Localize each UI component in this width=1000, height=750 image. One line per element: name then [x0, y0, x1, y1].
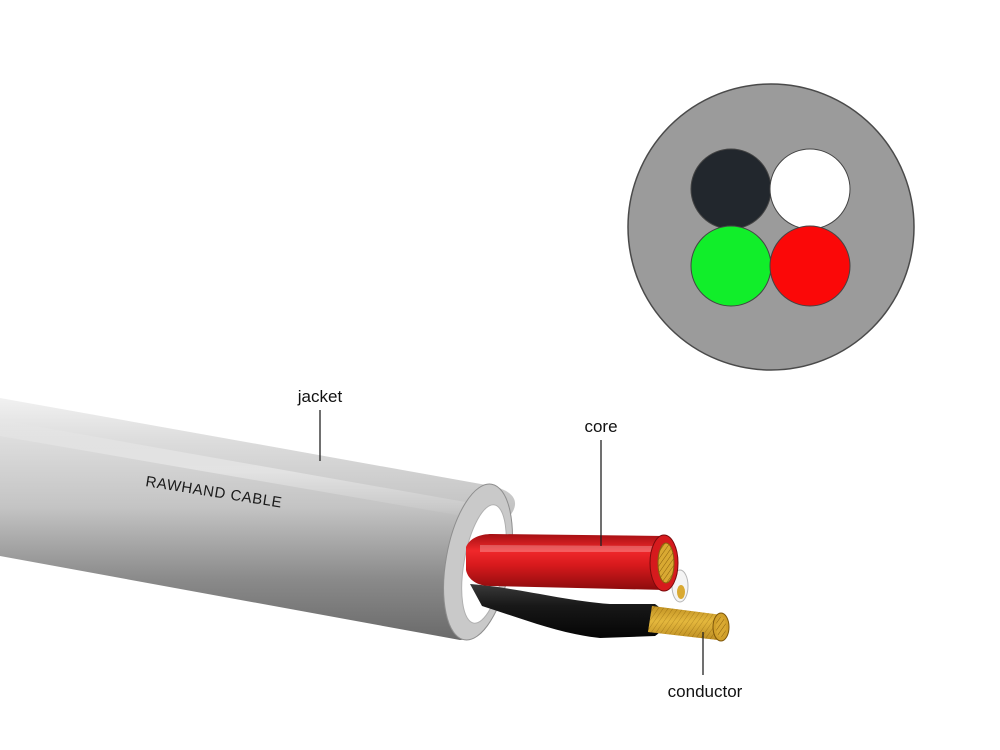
cross-section-sheath: [627, 83, 915, 371]
cross-section-core-black: [690, 148, 772, 230]
cross-section: [627, 83, 915, 371]
red-core-conductor: [657, 542, 675, 584]
conductor-label: conductor: [668, 682, 743, 701]
cross-section-core-red: [769, 225, 851, 307]
cross-section-core-white: [769, 148, 851, 230]
cross-section-core-green: [690, 225, 772, 307]
jacket-label: jacket: [297, 387, 343, 406]
red-core: [466, 534, 679, 592]
leader-lines: [319, 410, 704, 675]
black-conductor: [648, 606, 730, 642]
black-core: [470, 584, 665, 638]
cable-jacket: RAWHAND CABLE: [0, 398, 516, 641]
core-label: core: [584, 417, 617, 436]
